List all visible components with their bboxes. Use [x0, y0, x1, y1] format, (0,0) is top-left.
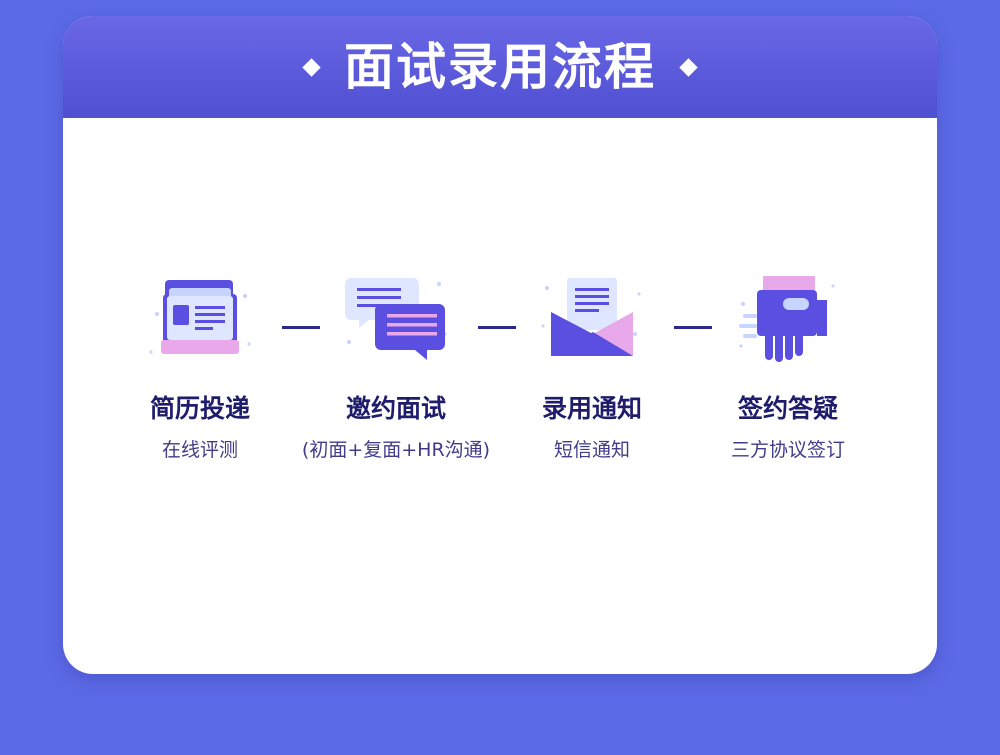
- step-connector: [674, 326, 712, 329]
- step-subtitle: 三方协议签订: [730, 439, 845, 461]
- step-title: 简历投递: [149, 394, 250, 423]
- diamond-right-icon: [679, 57, 698, 77]
- step-title: 邀约面试: [345, 394, 446, 423]
- inbox-tray-icon: [149, 280, 251, 354]
- chat-bubbles-icon: [345, 278, 447, 360]
- handshake-icon: [739, 276, 835, 362]
- process-card: 面试录用流程 简历投递 在线评测: [63, 16, 937, 674]
- step-subtitle: (初面+复面+HR沟通): [301, 439, 491, 461]
- step-subtitle: 短信通知: [553, 439, 630, 461]
- step-contract: 签约答疑 三方协议签订: [678, 274, 898, 460]
- step-title: 签约答疑: [737, 394, 838, 423]
- step-interview: 邀约面试 (初面+复面+HR沟通): [286, 274, 506, 460]
- process-steps: 简历投递 在线评测 邀约面试 (初面+复面+HR沟通): [63, 274, 937, 494]
- page-title: 面试录用流程: [344, 38, 656, 96]
- step-title: 录用通知: [541, 394, 642, 423]
- step-subtitle: 在线评测: [161, 439, 238, 461]
- envelope-letter-icon: [541, 278, 641, 356]
- card-header: 面试录用流程: [63, 16, 937, 118]
- step-resume: 简历投递 在线评测: [90, 274, 310, 460]
- diamond-left-icon: [302, 57, 321, 77]
- step-connector: [478, 326, 516, 329]
- step-offer: 录用通知 短信通知: [482, 274, 702, 460]
- step-connector: [282, 326, 320, 329]
